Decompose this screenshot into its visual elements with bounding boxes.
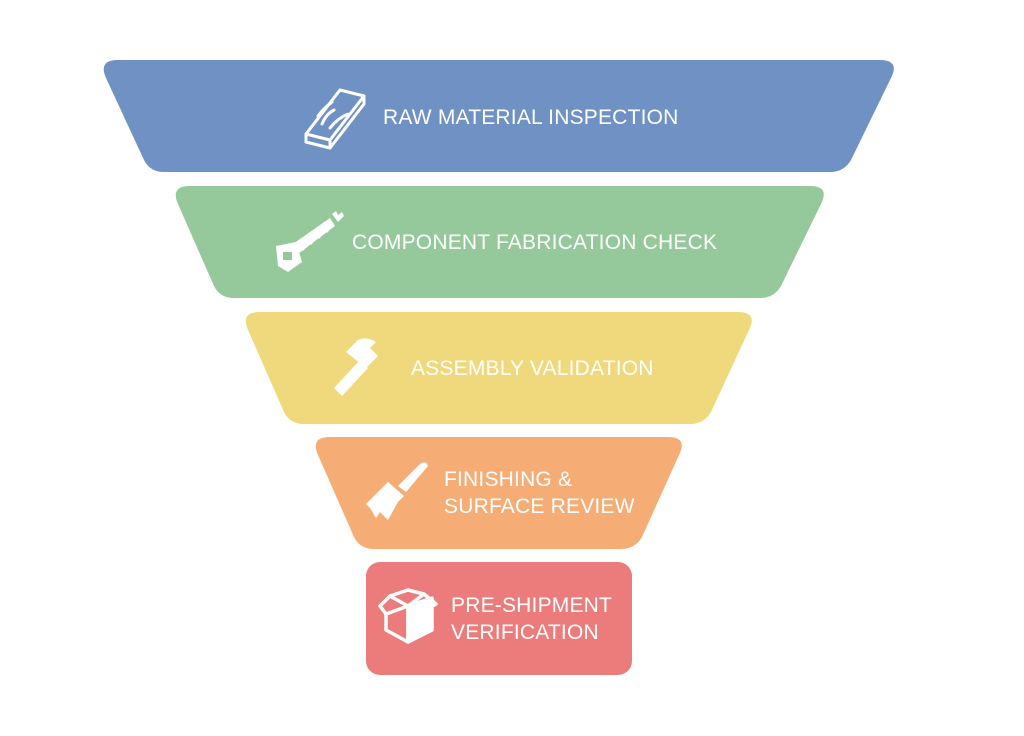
funnel-stage-band <box>245 312 752 424</box>
funnel-stage-finishing: FINISHING & SURFACE REVIEW <box>315 437 682 549</box>
stage-label-line: VERIFICATION <box>451 621 599 644</box>
funnel-stage-band <box>103 60 894 172</box>
funnel-stage-band <box>175 186 824 298</box>
stage-label-line: COMPONENT FABRICATION CHECK <box>352 231 717 254</box>
funnel-stage-pre-shipment: PRE-SHIPMENT VERIFICATION <box>366 562 632 675</box>
box-icon <box>378 588 438 644</box>
stage-label: ASSEMBLY VALIDATION <box>411 357 654 380</box>
stage-label: VERIFICATION <box>451 621 599 644</box>
stage-label: SURFACE REVIEW <box>444 495 635 518</box>
funnel-stage-assembly: ASSEMBLY VALIDATION <box>245 312 752 424</box>
stage-label-line: FINISHING & <box>444 468 572 491</box>
stage-label-line: ASSEMBLY VALIDATION <box>411 357 654 380</box>
saw-icon <box>276 211 344 272</box>
paintbrush-icon <box>366 462 428 520</box>
stage-label-line: RAW MATERIAL INSPECTION <box>383 106 679 129</box>
stage-label: COMPONENT FABRICATION CHECK <box>352 231 717 254</box>
funnel-stage-raw-material: RAW MATERIAL INSPECTION <box>103 60 894 172</box>
stage-label-line: SURFACE REVIEW <box>444 495 635 518</box>
funnel-stage-band <box>315 437 682 549</box>
stage-label: PRE-SHIPMENT <box>451 594 612 617</box>
stage-label-line: PRE-SHIPMENT <box>451 594 612 617</box>
funnel-stage-band <box>366 562 632 675</box>
hammer-icon <box>334 338 378 396</box>
wood-plank-icon <box>304 88 366 150</box>
stage-label: FINISHING & <box>444 468 572 491</box>
stage-label: RAW MATERIAL INSPECTION <box>383 106 679 129</box>
funnel-stage-component-fabrication: COMPONENT FABRICATION CHECK <box>175 186 824 298</box>
